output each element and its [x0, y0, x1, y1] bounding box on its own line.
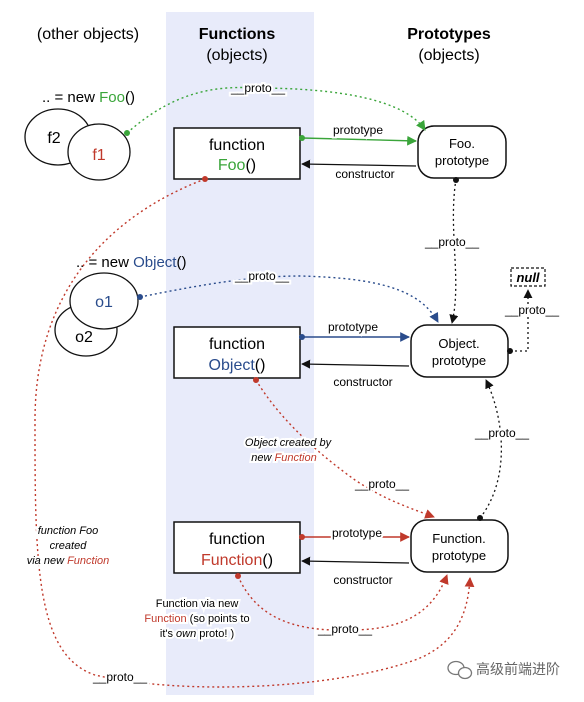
foo-prototype-proto-edge — [449, 178, 459, 324]
function-prototype-line2: prototype — [432, 548, 486, 563]
foo-function-proto-edge — [34, 178, 475, 688]
foo-constructor-edge — [301, 159, 417, 169]
null-label: null — [516, 270, 539, 285]
watermark: 高级前端进阶 — [447, 660, 560, 680]
function-constructor-label: constructor — [333, 573, 392, 587]
object-prototype-null-dot — [507, 348, 513, 354]
function-object-keyword: function — [209, 336, 265, 353]
o1-label: o1 — [95, 294, 113, 311]
svg-text:via new Function: via new Function — [27, 555, 110, 567]
functions-subheader: (objects) — [206, 47, 267, 64]
function-function-box — [173, 521, 301, 574]
function-self-proto-edge — [237, 574, 449, 631]
function-self-proto-label: __proto__ — [317, 622, 372, 636]
function-foo-keyword: function — [209, 137, 265, 154]
object-prototype-dot — [299, 334, 305, 340]
object-constructor-label: constructor — [333, 375, 392, 389]
functions-header: Functions — [199, 26, 276, 43]
svg-text:created: created — [50, 540, 88, 552]
object-function-proto-dot — [253, 377, 259, 383]
foo-constructor-label: constructor — [335, 167, 394, 181]
function-foo-note: function Foo created via new Function — [25, 523, 112, 569]
foo-prototype-label: prototype — [333, 123, 383, 137]
null-node — [510, 267, 546, 287]
function-foo-box — [173, 127, 301, 180]
foo-function-proto-label: __proto__ — [92, 670, 147, 684]
object-prototype-label: prototype — [328, 320, 378, 334]
function-foo-name: Foo() — [218, 157, 256, 174]
o1-proto-dot — [137, 294, 143, 300]
function-prototype-edge-dot — [299, 534, 305, 540]
function-via-new-note: Function via new Function (so points to … — [142, 596, 251, 642]
function-prototype-label: prototype — [332, 526, 382, 540]
foo-prototype-node — [417, 125, 507, 179]
function-self-proto-dot — [235, 573, 241, 579]
foo-prototype-proto-label: __proto__ — [424, 235, 479, 249]
function-function-name: Function() — [201, 552, 273, 569]
f1-label: f1 — [92, 147, 105, 164]
o1-proto-edge — [139, 275, 439, 323]
object-constructor-edge — [301, 359, 410, 369]
function-object-box — [173, 326, 301, 379]
function-prototype-proto-edge — [479, 379, 502, 519]
o2-label: o2 — [75, 329, 93, 346]
function-prototype-proto-dot — [477, 515, 483, 521]
object-prototype-line2: prototype — [432, 353, 486, 368]
function-function-keyword: function — [209, 531, 265, 548]
new-foo-expression: .. = new Foo() — [42, 89, 135, 106]
watermark-text: 高级前端进阶 — [476, 661, 560, 677]
function-prototype-line1: Function. — [432, 531, 485, 546]
prototypes-subheader: (objects) — [418, 47, 479, 64]
svg-text:function Foo: function Foo — [38, 525, 99, 537]
other-objects-header: (other objects) — [37, 26, 139, 43]
o1-proto-label: __proto__ — [234, 269, 289, 283]
f1-proto-dot — [124, 130, 130, 136]
foo-prototype-line2: prototype — [435, 153, 489, 168]
function-prototype-proto-label: __proto__ — [474, 426, 529, 440]
svg-text:Function via new: Function via new — [156, 598, 239, 610]
foo-function-proto-dot — [202, 176, 208, 182]
f1-proto-edge — [126, 86, 426, 134]
object-prototype-line1: Object. — [438, 336, 479, 351]
svg-text:Function (so points to: Function (so points to — [144, 613, 249, 625]
foo-prototype-line1: Foo. — [449, 136, 475, 151]
function-object-name: Object() — [209, 357, 266, 374]
object-created-note: Object created by new Function — [243, 435, 335, 466]
object-prototype-null-label: __proto__ — [504, 303, 559, 317]
f1-instance — [67, 123, 131, 181]
svg-text:it's own proto! ): it's own proto! ) — [160, 628, 234, 640]
object-function-proto-edge — [255, 379, 435, 519]
object-prototype-null-edge — [510, 289, 533, 352]
foo-prototype-edge — [301, 135, 417, 146]
f2-label: f2 — [47, 130, 60, 147]
foo-prototype-proto-dot — [453, 177, 459, 183]
svg-text:Object created by: Object created by — [245, 437, 333, 449]
function-constructor-edge — [301, 556, 410, 566]
new-object-expression: .. = new Object() — [76, 254, 186, 271]
object-function-proto-label: __proto__ — [354, 477, 409, 491]
object-prototype-node — [410, 324, 509, 378]
svg-text:new Function: new Function — [251, 452, 316, 464]
o1-instance — [69, 272, 139, 330]
foo-prototype-dot — [299, 135, 305, 141]
f1-proto-label: __proto__ — [230, 81, 285, 95]
prototypes-header: Prototypes — [407, 26, 491, 43]
function-prototype-node — [410, 519, 509, 573]
wechat-icon — [447, 660, 473, 680]
